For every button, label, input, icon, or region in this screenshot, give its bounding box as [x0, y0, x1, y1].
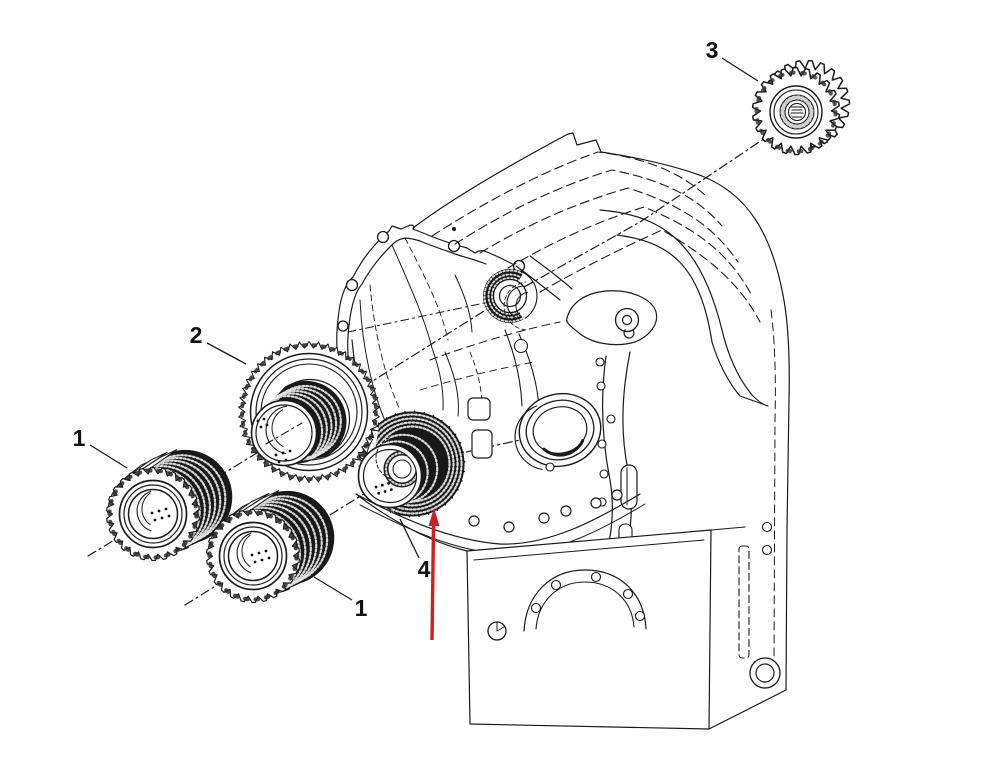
svg-text:1: 1 — [73, 425, 86, 451]
svg-text:3: 3 — [706, 37, 719, 63]
svg-text:4: 4 — [418, 556, 431, 582]
svg-text:1: 1 — [355, 595, 368, 621]
svg-text:2: 2 — [190, 322, 203, 348]
